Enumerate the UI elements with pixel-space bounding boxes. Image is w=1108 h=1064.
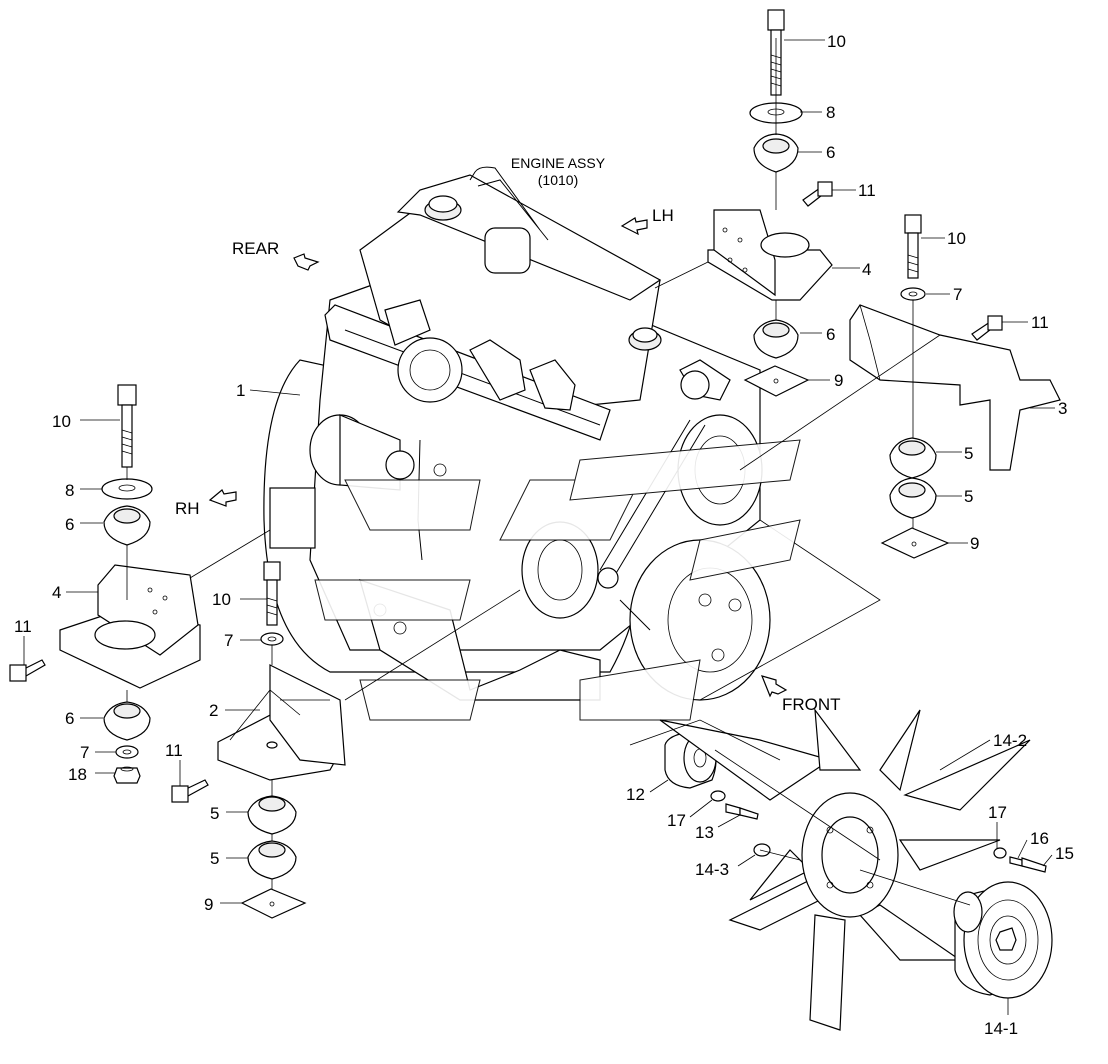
callout-14-2: 14-2 <box>993 731 1027 750</box>
callout-7: 7 <box>224 631 233 650</box>
callout-12: 12 <box>626 785 645 804</box>
callout-7: 7 <box>80 743 89 762</box>
callout-16: 16 <box>1030 829 1049 848</box>
callout-9: 9 <box>834 371 843 390</box>
callout-11: 11 <box>858 181 876 200</box>
callout-5: 5 <box>964 444 973 463</box>
callout-6: 6 <box>826 143 835 162</box>
direction-rear-label: REAR <box>232 239 279 258</box>
callout-15: 15 <box>1055 844 1074 863</box>
callout-18: 18 <box>68 765 87 784</box>
callout-9: 9 <box>970 534 979 553</box>
callout-5: 5 <box>210 804 219 823</box>
direction-lh-arrow-icon <box>620 217 648 236</box>
callout-10: 10 <box>52 412 71 431</box>
callout-17: 17 <box>988 803 1007 822</box>
direction-front-label: FRONT <box>782 695 841 714</box>
callout-6: 6 <box>826 325 835 344</box>
callout-5: 5 <box>210 849 219 868</box>
engine-assy-code: (1010) <box>538 172 578 188</box>
left-mount-stack <box>9 384 271 784</box>
right-mount-stack <box>739 214 1061 559</box>
callout-9: 9 <box>204 895 213 914</box>
callout-11: 11 <box>1031 313 1049 332</box>
callout-13: 13 <box>695 823 714 842</box>
callout-2: 2 <box>209 701 218 720</box>
callout-11: 11 <box>14 617 32 636</box>
callout-1: 1 <box>236 381 245 400</box>
callout-numbers: 10 8 6 11 4 6 9 10 7 11 3 5 5 9 1 10 8 6… <box>14 32 1074 1038</box>
callout-10: 10 <box>212 590 231 609</box>
lh-mount-stack <box>654 9 833 397</box>
callout-14-1: 14-1 <box>984 1019 1018 1038</box>
fan-assembly <box>629 707 1053 1031</box>
direction-rh-arrow-icon <box>208 489 237 507</box>
callout-4: 4 <box>52 583 61 602</box>
direction-rh-label: RH <box>175 499 200 518</box>
direction-front-arrow-icon <box>760 675 788 698</box>
callout-17: 17 <box>667 811 686 830</box>
callout-8: 8 <box>65 481 74 500</box>
callout-5: 5 <box>964 487 973 506</box>
callout-14-3: 14-3 <box>695 860 729 879</box>
callout-11: 11 <box>165 741 183 760</box>
callout-10: 10 <box>827 32 846 51</box>
direction-lh-label: LH <box>652 206 674 225</box>
callout-4: 4 <box>862 260 871 279</box>
callout-6: 6 <box>65 709 74 728</box>
direction-rear-arrow-icon <box>293 253 320 271</box>
engine-assy-title: ENGINE ASSY <box>511 155 606 171</box>
callout-7: 7 <box>953 285 962 304</box>
callout-3: 3 <box>1058 399 1067 418</box>
callout-6: 6 <box>65 515 74 534</box>
watermark-outline <box>314 439 801 721</box>
callout-8: 8 <box>826 103 835 122</box>
callout-10: 10 <box>947 229 966 248</box>
callout-leaders <box>23 39 1055 1015</box>
center-mount-stack <box>171 561 521 919</box>
